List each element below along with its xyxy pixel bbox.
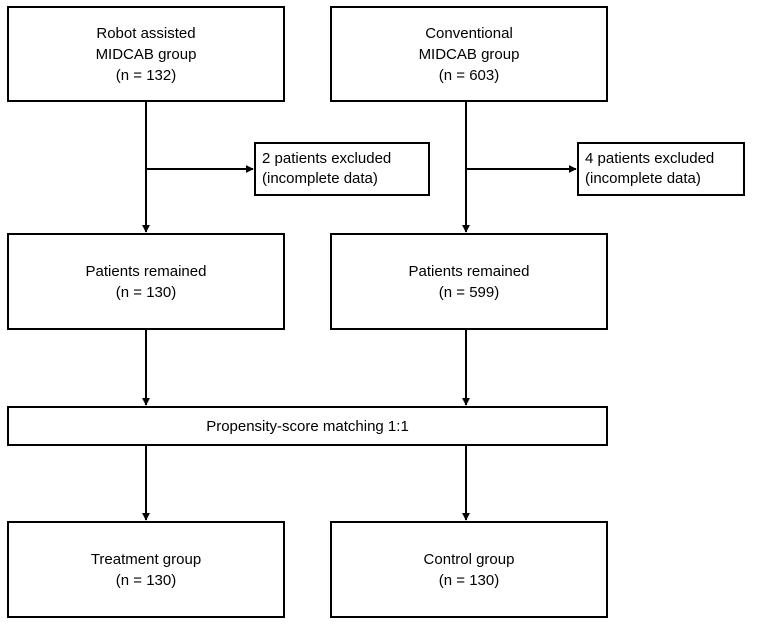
robot-group-box: Robot assisted MIDCAB group (n = 132) bbox=[7, 6, 285, 102]
robot-line3: (n = 132) bbox=[115, 66, 177, 84]
conventional-group-box: Conventional MIDCAB group (n = 603) bbox=[330, 6, 608, 102]
remained-right-box: Patients remained (n = 599) bbox=[330, 233, 608, 330]
remained-left-line1: Patients remained bbox=[85, 262, 207, 280]
excluded-right-line1: 4 patients excluded bbox=[585, 150, 715, 167]
treatment-line1: Treatment group bbox=[90, 550, 202, 568]
conventional-line1: Conventional bbox=[425, 24, 513, 42]
treatment-line2: (n = 130) bbox=[115, 571, 177, 589]
excluded-left-line2: (incomplete data) bbox=[262, 170, 378, 187]
control-group-box: Control group (n = 130) bbox=[330, 521, 608, 618]
remained-right-line1: Patients remained bbox=[408, 262, 530, 280]
excluded-left-box: 2 patients excluded (incomplete data) bbox=[254, 142, 430, 196]
control-line1: Control group bbox=[423, 550, 515, 568]
robot-line2: MIDCAB group bbox=[95, 45, 197, 63]
remained-right-line2: (n = 599) bbox=[438, 283, 500, 301]
excluded-left-line1: 2 patients excluded bbox=[262, 150, 392, 167]
remained-left-box: Patients remained (n = 130) bbox=[7, 233, 285, 330]
remained-left-line2: (n = 130) bbox=[115, 283, 177, 301]
excluded-right-box: 4 patients excluded (incomplete data) bbox=[577, 142, 745, 196]
matching-box: Propensity-score matching 1:1 bbox=[7, 406, 608, 446]
excluded-right-line2: (incomplete data) bbox=[585, 170, 701, 187]
control-line2: (n = 130) bbox=[438, 571, 500, 589]
treatment-group-box: Treatment group (n = 130) bbox=[7, 521, 285, 618]
conventional-line2: MIDCAB group bbox=[418, 45, 520, 63]
conventional-line3: (n = 603) bbox=[438, 66, 500, 84]
robot-line1: Robot assisted bbox=[96, 24, 196, 42]
matching-label: Propensity-score matching 1:1 bbox=[206, 417, 409, 435]
